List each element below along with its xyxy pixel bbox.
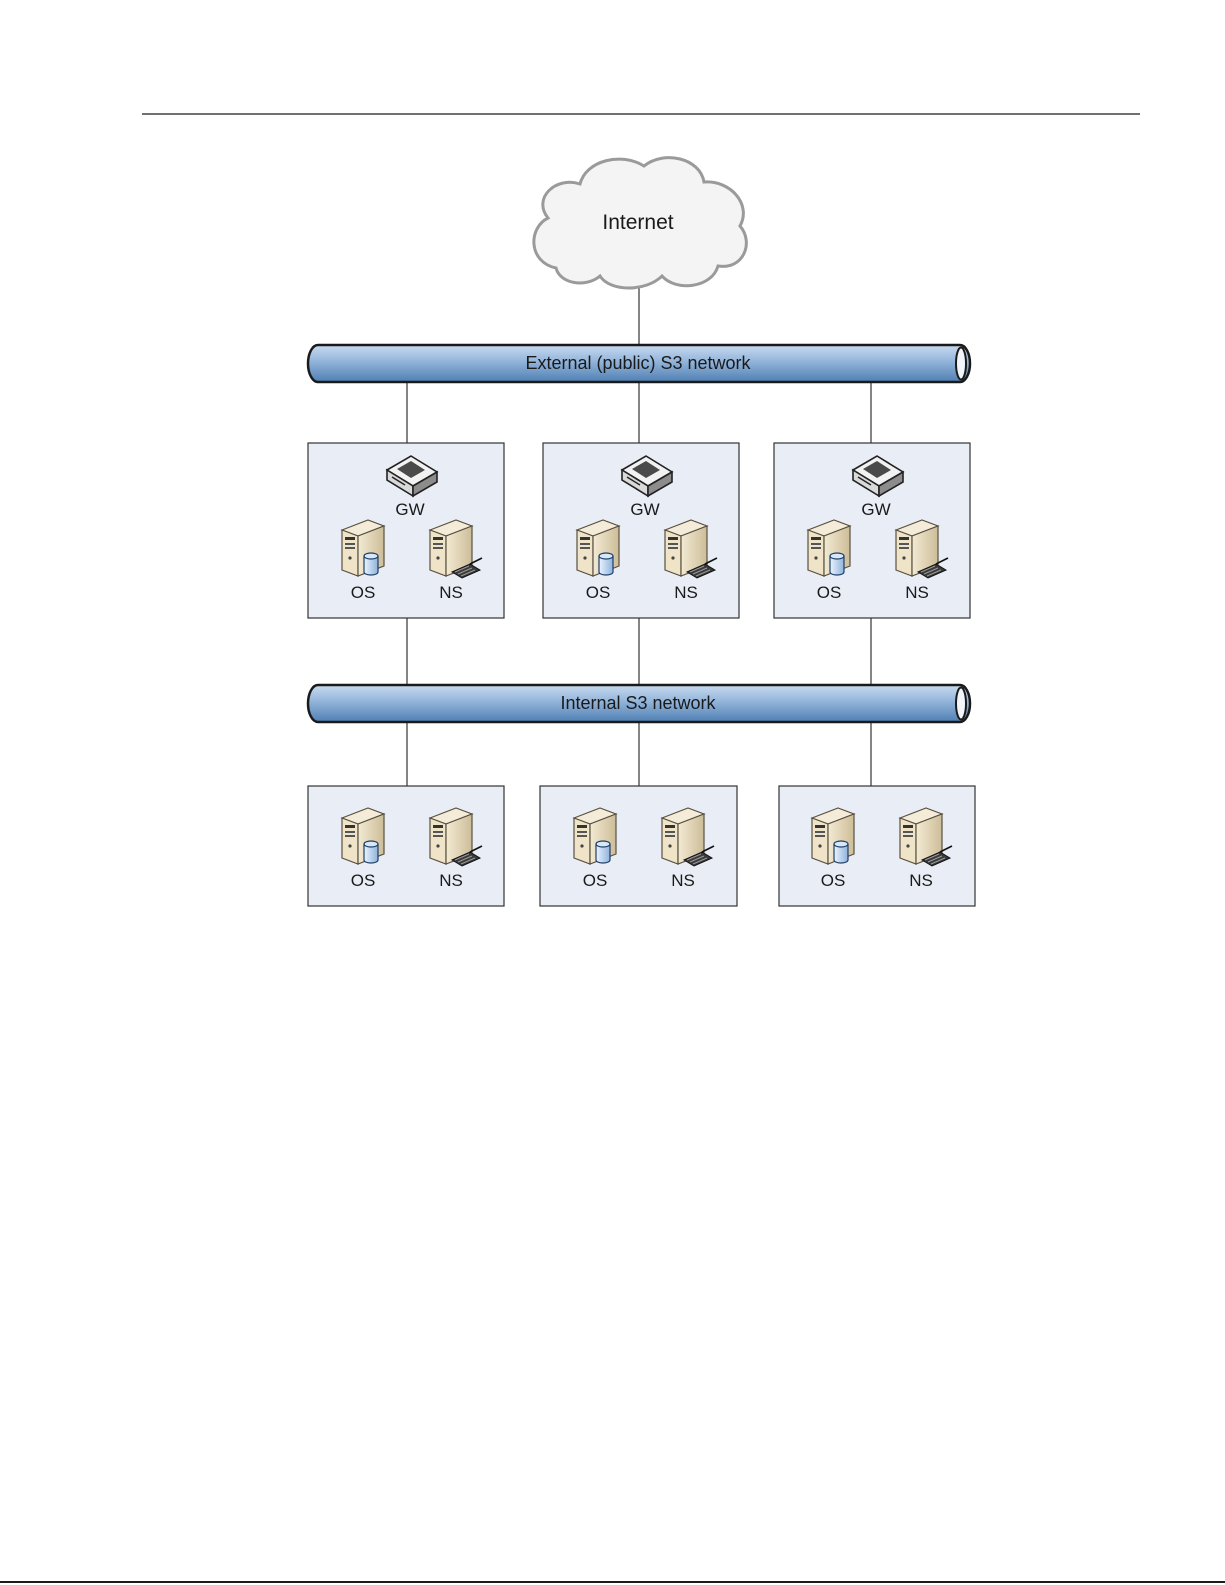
server-database-icon [808,520,850,576]
name-server-label: NS [439,871,463,890]
object-server-label: OS [817,583,842,602]
object-server-label: OS [821,871,846,890]
internal-network-pipe: Internal S3 network [308,685,970,722]
name-server-label: NS [905,583,929,602]
external-network-pipe: External (public) S3 network [308,345,970,382]
name-server-label: NS [909,871,933,890]
storage-node-box: OS NS [540,786,737,906]
storage-node-box: OS NS [779,786,975,906]
server-database-icon [577,520,619,576]
network-pipe-icon [956,348,966,380]
gateway-label: GW [630,500,659,519]
internet-cloud: Internet [534,158,746,288]
gateway-label: GW [395,500,424,519]
gateway-node-box: GW OS NS [308,443,504,618]
server-database-icon [342,520,384,576]
name-server-label: NS [671,871,695,890]
storage-node-box: OS NS [308,786,504,906]
server-database-icon [342,808,384,864]
gateway-node-box: GW OS NS [543,443,739,618]
gateway-node-box: GW OS NS [774,443,970,618]
name-server-label: NS [674,583,698,602]
server-database-icon [574,808,616,864]
internal-network-label: Internal S3 network [560,693,716,713]
gateway-label: GW [861,500,890,519]
object-server-label: OS [583,871,608,890]
object-server-label: OS [351,583,376,602]
external-network-label: External (public) S3 network [525,353,751,373]
cloud-label: Internet [602,211,673,234]
object-server-label: OS [351,871,376,890]
network-pipe-icon [956,688,966,720]
object-server-label: OS [586,583,611,602]
name-server-label: NS [439,583,463,602]
server-database-icon [812,808,854,864]
